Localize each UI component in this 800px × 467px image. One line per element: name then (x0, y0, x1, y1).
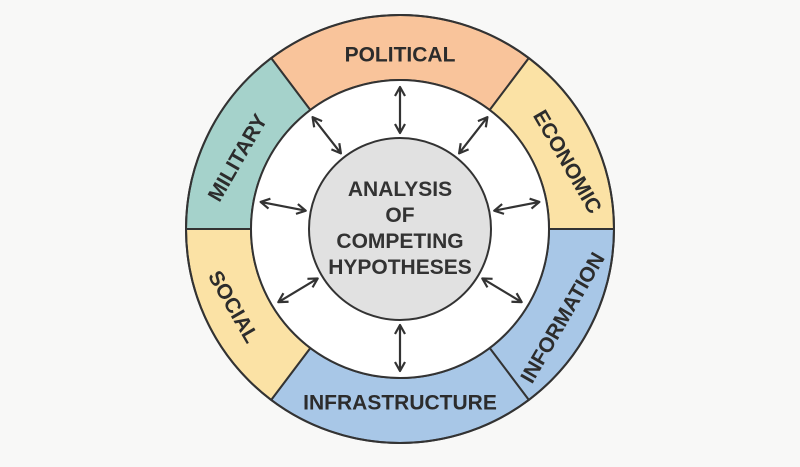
center-line-1: ANALYSIS (348, 178, 452, 201)
double-arrow-icon (493, 197, 541, 215)
label-political: POLITICAL (345, 44, 456, 67)
center-circle (308, 137, 492, 321)
double-arrow-icon (394, 323, 406, 373)
label-infrastructure: INFRASTRUCTURE (303, 392, 497, 415)
double-arrow-icon (277, 277, 319, 304)
double-arrow-icon (259, 197, 307, 215)
double-arrow-icon (458, 116, 489, 155)
double-arrow-icon (481, 277, 523, 304)
center-line-3: COMPETING (336, 230, 463, 253)
center-line-4: HYPOTHESES (328, 256, 472, 279)
double-arrow-icon (311, 116, 342, 155)
outer-ring (185, 14, 615, 444)
center-line-2: OF (385, 204, 414, 227)
double-arrow-icon (394, 85, 406, 135)
